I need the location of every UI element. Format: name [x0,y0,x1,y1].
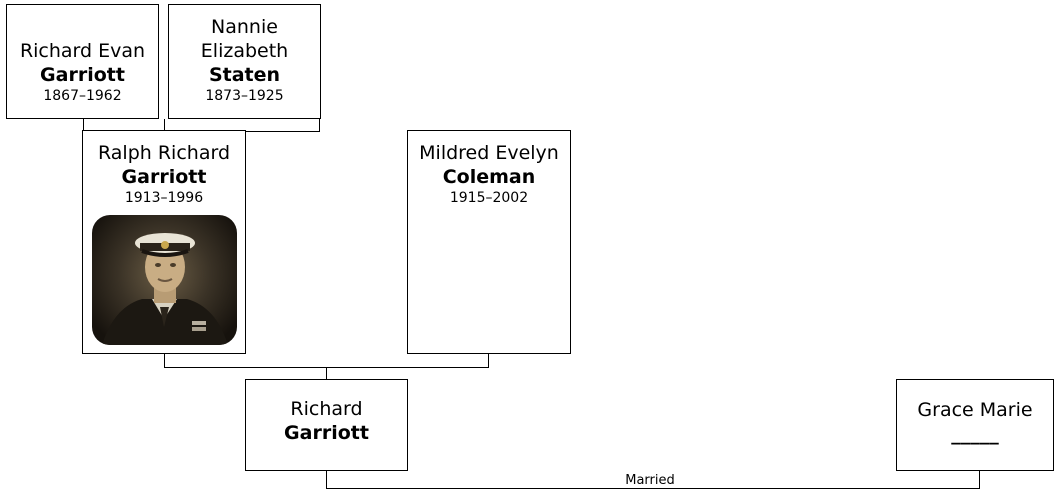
given-name: Grace Marie [917,399,1033,421]
connector-line [164,354,165,368]
connector-line [164,119,165,120]
person-richard-evan-garriott[interactable]: Richard Evan Garriott 1867–1962 [6,4,159,119]
given-name: Richard Evan [19,40,146,62]
connector-line [83,119,84,132]
marriage-line [979,471,980,489]
person-mildred-evelyn-coleman[interactable]: Mildred Evelyn Coleman 1915–2002 [407,130,571,354]
given-name: Nannie [211,16,278,38]
life-dates: 1873–1925 [205,88,284,104]
life-dates: 1913–1996 [124,190,204,206]
connector-line [164,119,165,131]
portrait-photo [92,215,237,345]
given-name: Mildred Evelyn [419,142,559,164]
given-name: Ralph Richard [98,142,230,164]
connector-line [488,354,489,368]
given-name: Elizabeth [200,40,289,62]
married-label: Married [625,473,675,488]
connector-line [326,367,327,380]
surname: Staten [208,64,281,86]
connector-line [319,119,320,132]
person-nannie-elizabeth-staten[interactable]: Nannie Elizabeth Staten 1873–1925 [168,4,321,119]
surname: _____ [951,423,999,445]
surname: Coleman [442,166,536,188]
marriage-line [326,471,327,489]
portrait-image [102,233,228,345]
marriage-line [326,488,980,489]
surname: Garriott [40,64,125,86]
person-richard-garriott[interactable]: Richard Garriott [245,379,408,471]
surname: Garriott [284,422,369,444]
given-name: Richard [290,398,363,420]
life-dates: 1867–1962 [43,88,122,104]
person-ralph-richard-garriott[interactable]: Ralph Richard Garriott 1913–1996 [82,130,246,354]
surname: Garriott [121,166,207,188]
person-grace-marie[interactable]: Grace Marie _____ [896,379,1054,471]
life-dates: 1915–2002 [449,190,529,206]
